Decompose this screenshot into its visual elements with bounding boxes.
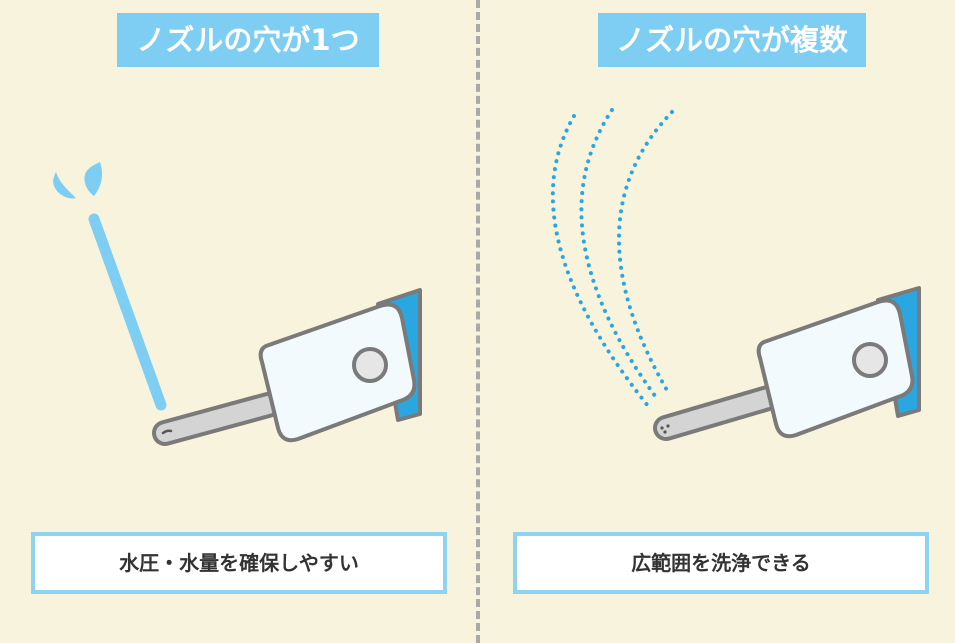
spray-arc [550,114,650,408]
multi-hole-title: ノズルの穴が複数 [598,13,866,67]
multi-hole-illustration [550,108,921,441]
device-button [852,342,888,378]
water-stream [88,213,167,411]
water-droplet [53,172,76,199]
single-hole-title: ノズルの穴が1つ [117,13,379,67]
nozzle-rod [156,396,277,442]
device-body [756,298,915,439]
nozzle-hole [663,430,667,434]
multi-hole-panel: ノズルの穴が複数 広範囲を洗浄できる [478,0,955,643]
spray-arc [579,108,660,402]
single-hole-illustration [53,162,422,446]
nozzle-hole [666,424,670,428]
center-divider [476,0,480,643]
water-droplet [84,162,102,196]
single-hole-panel: ノズルの穴が1つ 水圧・水量を確保しやすい [0,0,477,643]
single-hole-caption: 水圧・水量を確保しやすい [31,532,447,594]
device-button [352,347,388,383]
nozzle-rod [657,389,777,437]
spray-arc [617,110,674,394]
nozzle-hole [161,429,173,435]
nozzle-hole [660,426,664,430]
device-body [258,302,417,443]
multi-hole-caption: 広範囲を洗浄できる [513,532,929,594]
